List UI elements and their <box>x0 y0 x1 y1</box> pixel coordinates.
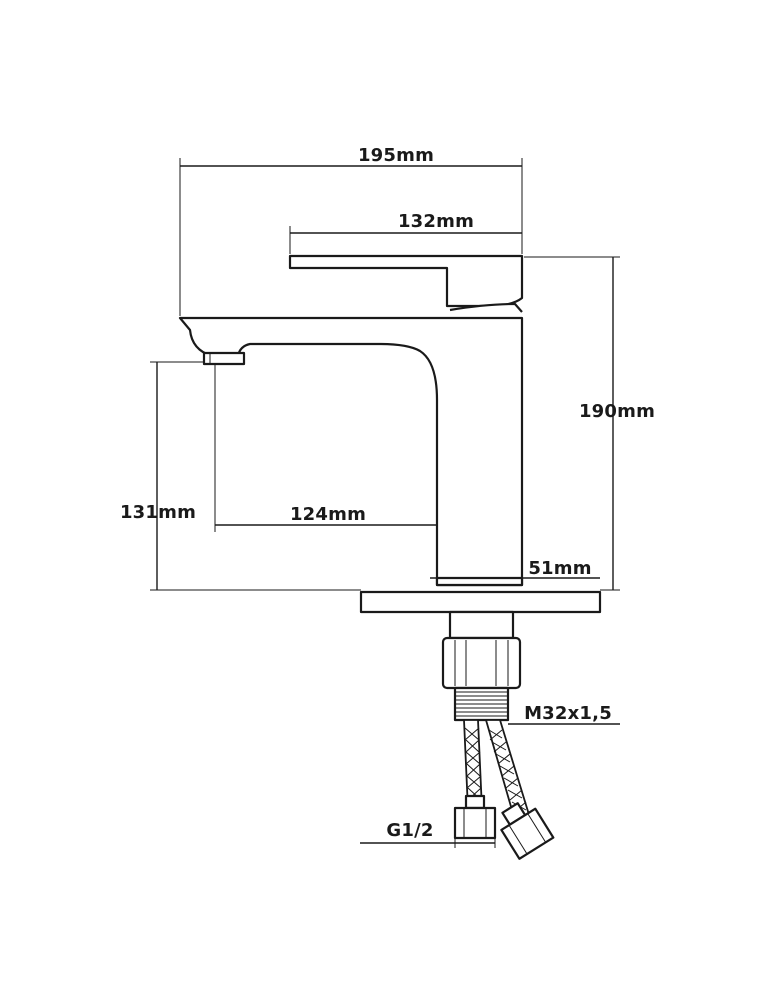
right-hose-nut <box>500 802 555 860</box>
lever-handle <box>288 254 524 308</box>
countertop-plate <box>359 590 602 614</box>
label-handle-length: 132mm <box>398 211 474 232</box>
label-base-diameter: 51mm <box>528 558 591 579</box>
mounting-nut <box>441 636 522 690</box>
label-mounting-thread: M32x1,5 <box>524 703 612 724</box>
left-hose-nut <box>453 794 497 840</box>
dimension-labels: 195mm 132mm 190mm 131mm 124mm 51mm M32x1… <box>120 145 655 841</box>
label-hose-connection: G1/2 <box>386 820 433 841</box>
shank <box>448 610 515 640</box>
label-spout-reach: 124mm <box>290 504 366 525</box>
base-plate <box>435 576 524 587</box>
dimension-lines <box>150 158 620 848</box>
threaded-stud <box>453 686 510 722</box>
label-spout-height: 131mm <box>120 502 196 523</box>
aerator <box>202 351 246 366</box>
faucet-outline <box>178 254 602 722</box>
flex-hoses <box>453 719 555 860</box>
label-total-height: 190mm <box>579 401 655 422</box>
spout-body <box>178 316 524 587</box>
label-total-length: 195mm <box>358 145 434 166</box>
handle-joint <box>449 302 523 313</box>
